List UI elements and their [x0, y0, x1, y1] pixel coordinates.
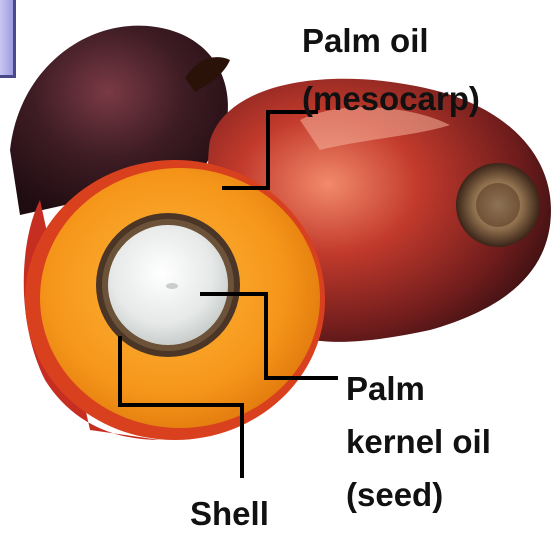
label-palm-kernel-line1: Palm: [346, 370, 425, 408]
label-mesocarp: (mesocarp): [302, 80, 480, 118]
label-palm-kernel-line2: kernel oil: [346, 423, 491, 461]
slide-tab-icon: [0, 0, 16, 78]
label-seed: (seed): [346, 476, 443, 514]
label-shell: Shell: [190, 495, 269, 533]
label-palm-oil: Palm oil: [302, 22, 429, 60]
